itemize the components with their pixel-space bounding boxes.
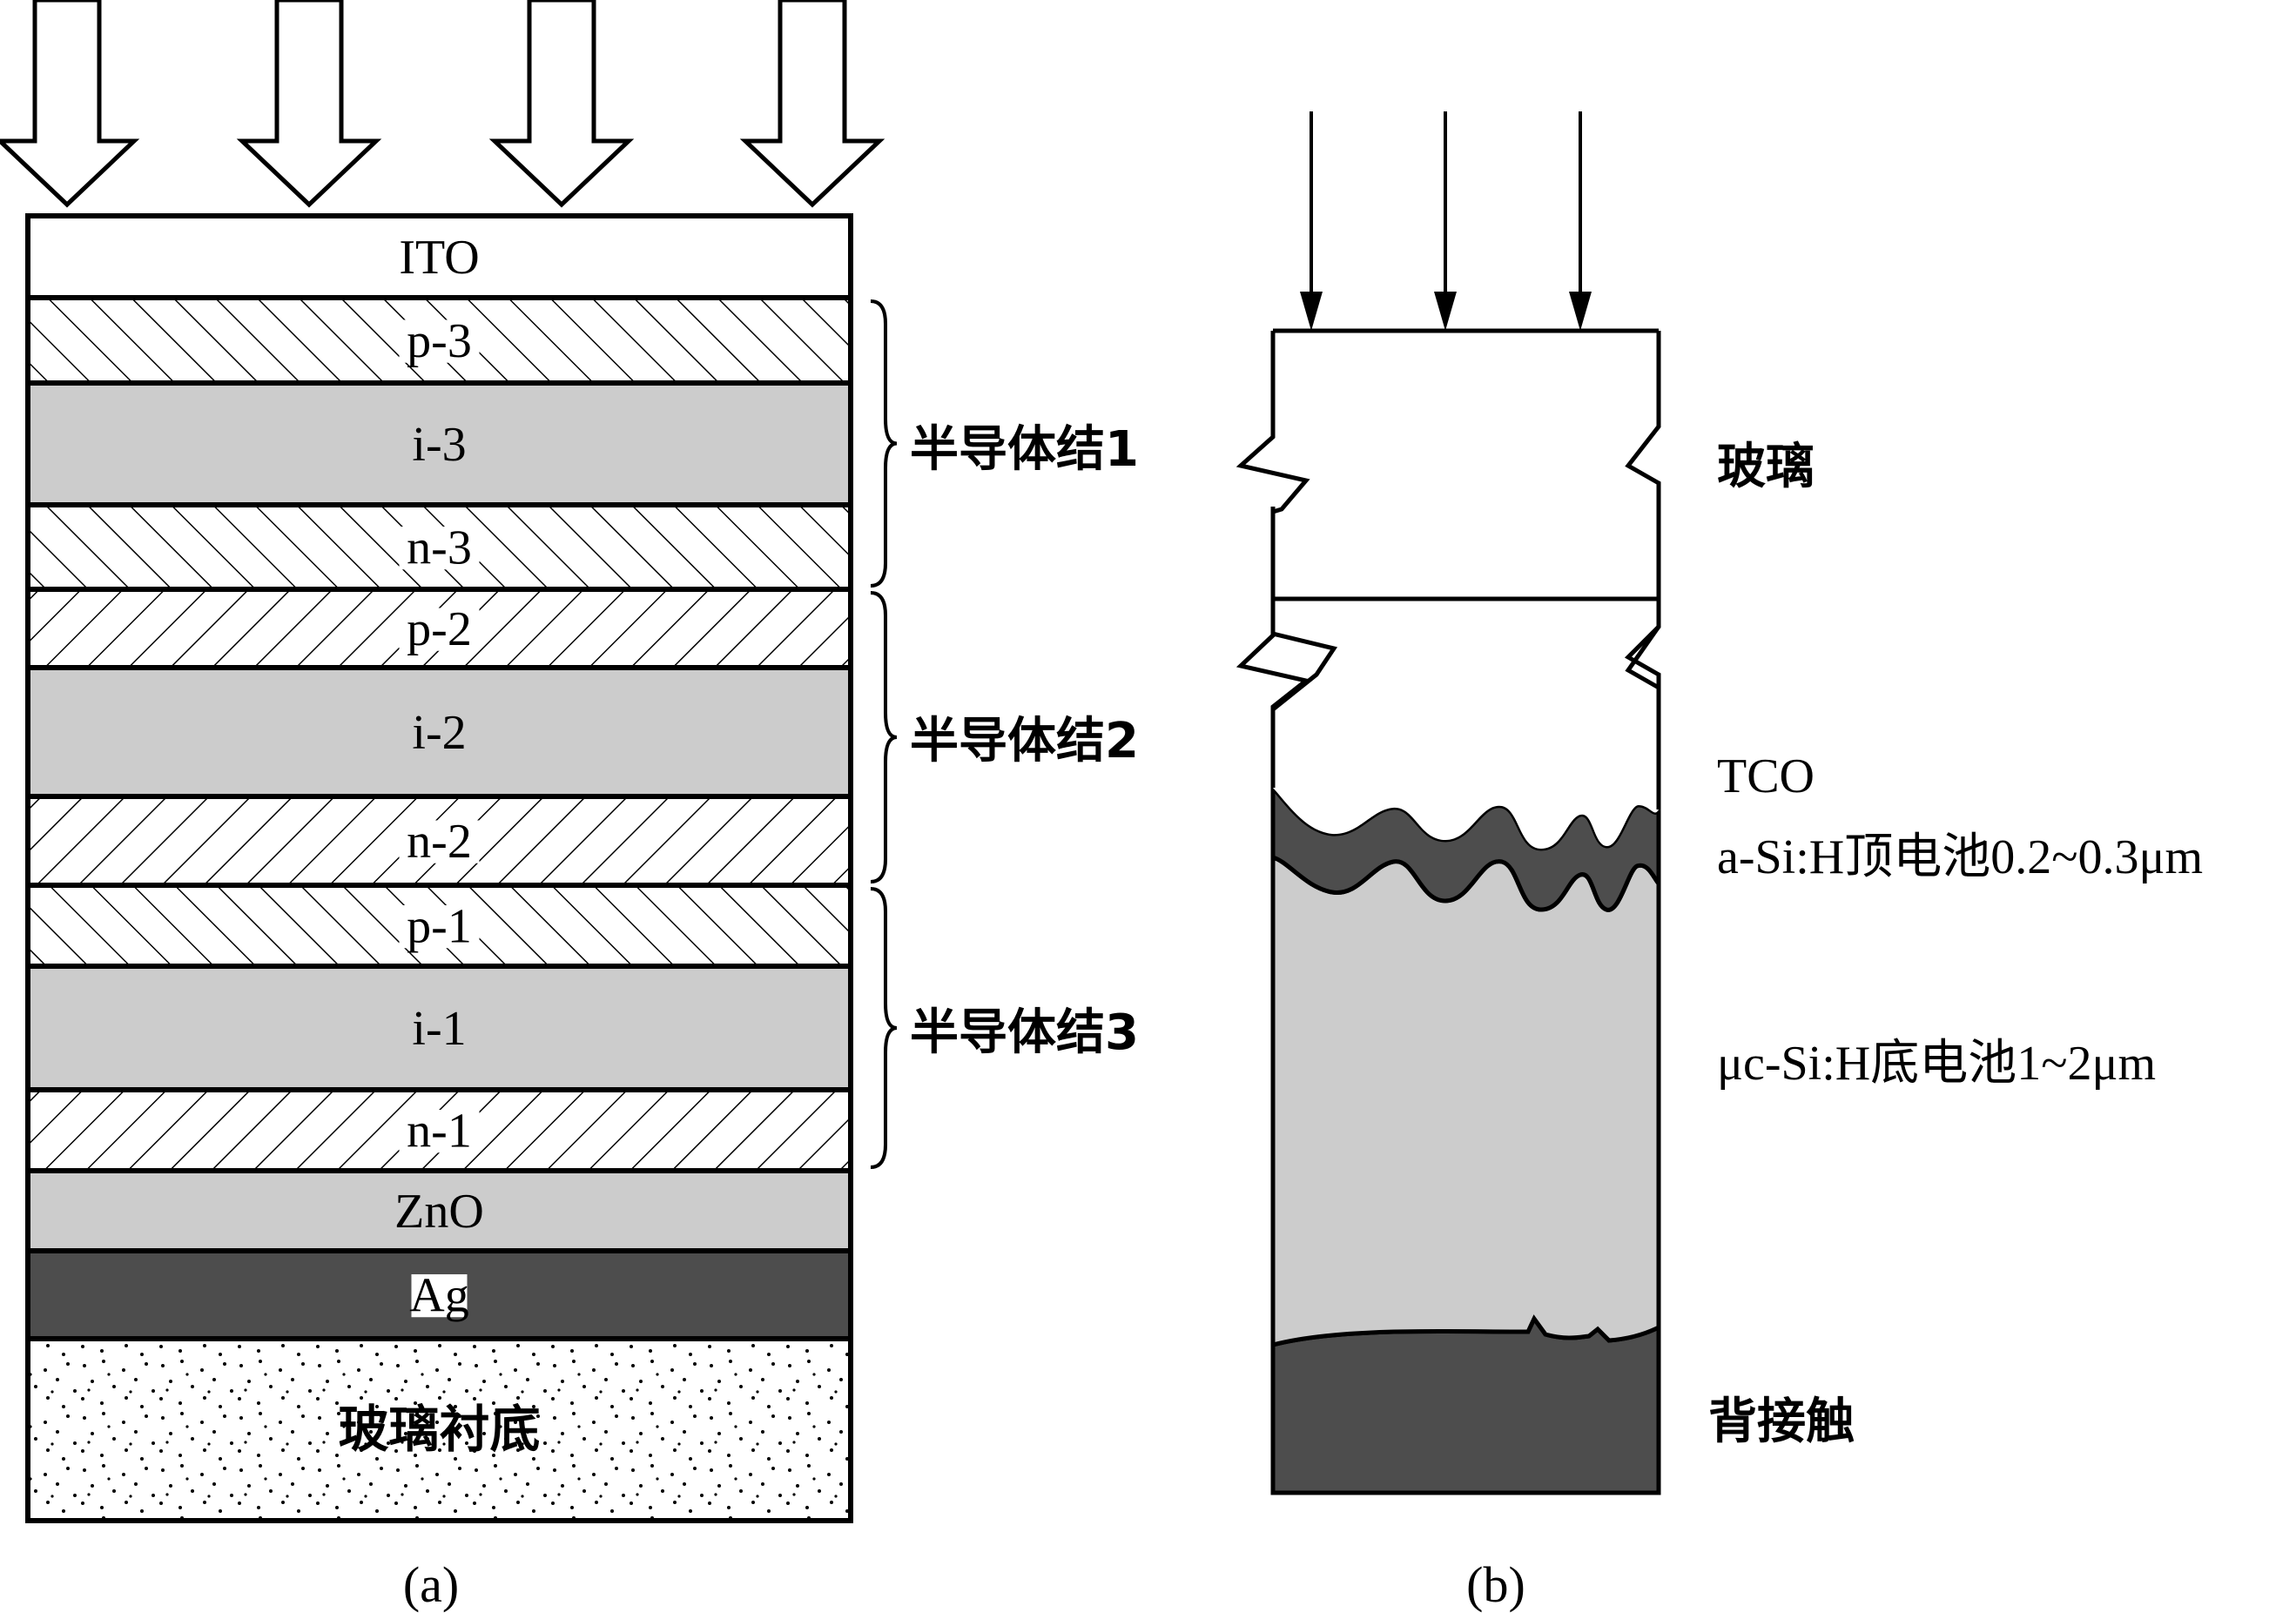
panel-a-stack-diagram: ITOp-3i-3n-3p-2i-2n-2p-1i-1n-1ZnOAg玻璃衬底 …: [0, 0, 1139, 1613]
light-arrow-4: [739, 0, 885, 208]
layer-label-zno: ZnO: [394, 1185, 484, 1239]
layer-label-n-2: n-2: [407, 815, 472, 869]
light-arrow-3: [488, 0, 635, 208]
junction-label-1: 半导体结1: [910, 421, 1139, 478]
caption-a: (a): [403, 1556, 459, 1613]
layer-label-n-3: n-3: [407, 521, 472, 575]
layer-label-bg-p-1: [399, 904, 480, 949]
junction-label-3: 半导体结3: [910, 1004, 1139, 1061]
layer-label-bg-ag: [411, 1273, 468, 1318]
glass-region: [1273, 331, 1659, 599]
junction-brace-2: [870, 591, 898, 883]
break-zigzag: [1236, 599, 1311, 721]
junction-label-2: 半导体结2: [910, 713, 1139, 769]
label-back-contact: 背接触: [1708, 1394, 1855, 1450]
layer-label-bg-n-2: [399, 820, 480, 863]
layer-label-bg-p-2: [399, 608, 480, 651]
layer-label-p-2: p-2: [407, 602, 472, 656]
layer-label-i-1: i-1: [412, 1002, 466, 1056]
incident-light-thin-arrows: [1300, 111, 1592, 331]
light-arrow-1: [0, 0, 140, 208]
layer-i-2: [25, 665, 853, 799]
layer-label-bg-p-3: [399, 319, 480, 363]
label-bottom-cell: μc-Si:H底电池1~2μm: [1717, 1037, 2156, 1091]
layer-label-p-3: p-3: [407, 314, 472, 368]
junction-braces: [870, 299, 898, 1169]
layer-label-p-1: p-1: [407, 900, 472, 954]
layer-label-i-2: i-2: [412, 706, 466, 760]
back-contact-region: [1270, 1314, 1661, 1495]
layer-label-n-1: n-1: [407, 1105, 472, 1159]
label-glass: 玻璃: [1717, 439, 1815, 495]
junction-brace-3: [870, 887, 898, 1169]
layer-p-1: [25, 883, 853, 969]
junction-brace-1: [870, 299, 898, 588]
layer-glass-substrate: [25, 1336, 853, 1523]
caption-b: (b): [1466, 1556, 1525, 1613]
label-tco: TCO: [1717, 749, 1815, 803]
label-top-cell: a-Si:H顶电池0.2~0.3μm: [1717, 830, 2203, 884]
layer-label-bg-n-3: [399, 526, 480, 570]
layer-label-glass-substrate: 玻璃衬底: [338, 1400, 540, 1459]
tco-region: [1273, 599, 1659, 849]
bottom-cell-region: [1270, 854, 1661, 1348]
layer-label-bg-n-1: [399, 1109, 480, 1153]
break-zigzag-right: [1624, 599, 1661, 688]
layer-label-i-3: i-3: [412, 418, 466, 472]
layer-ito: [25, 213, 853, 300]
layer-label-ito: ITO: [399, 231, 479, 285]
incident-light-arrows: [0, 0, 885, 208]
layer-zno: [25, 1168, 853, 1253]
light-arrow-2: [236, 0, 382, 208]
layer-label-ag: Ag: [409, 1269, 468, 1323]
glass-outline: [1236, 328, 1661, 601]
panel-b-cross-section: 玻璃 TCO a-Si:H顶电池0.2~0.3μm μc-Si:H底电池1~2μ…: [1236, 111, 2203, 1613]
